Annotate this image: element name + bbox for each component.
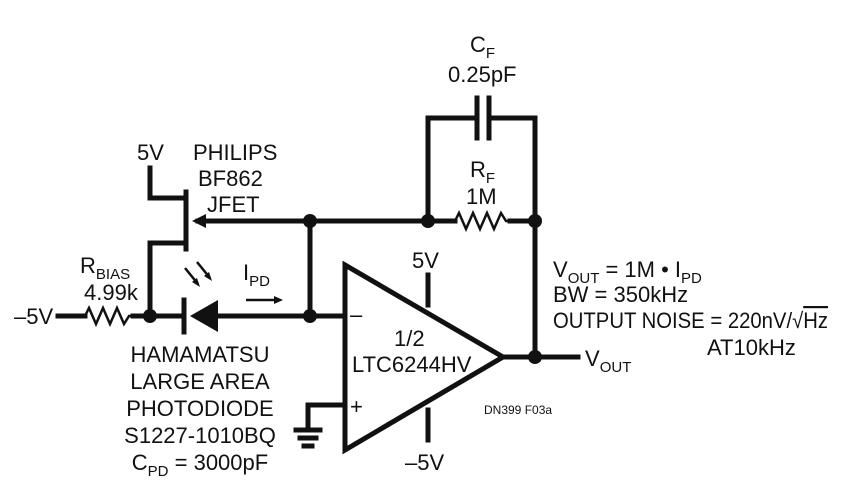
svg-text:RF: RF	[470, 157, 495, 187]
svg-text:LTC6244HV: LTC6244HV	[352, 352, 472, 377]
svg-text:BW = 350kHz: BW = 350kHz	[553, 282, 688, 307]
ground-icon	[293, 427, 323, 449]
svg-text:PHOTODIODE: PHOTODIODE	[126, 396, 274, 421]
svg-text:BF862: BF862	[198, 166, 263, 191]
bias-resistor: RBIAS 4.99k –5V	[14, 253, 139, 329]
svg-text:RBIAS: RBIAS	[80, 253, 130, 283]
svg-text:AT10kHz: AT10kHz	[707, 335, 796, 360]
svg-text:–5V: –5V	[14, 304, 53, 329]
photodiode: IPD HAMAMATSU LARGE AREA PHOTODIODE S122…	[124, 260, 283, 480]
svg-text:VOUT = 1M • IPD: VOUT = 1M • IPD	[553, 257, 702, 287]
junction-dot-feedback-left	[421, 214, 435, 228]
junction-dots	[143, 214, 542, 364]
svg-text:4.99k: 4.99k	[84, 280, 139, 305]
svg-text:5V: 5V	[412, 248, 439, 273]
junction-dot-output	[528, 350, 542, 364]
svg-text:DN399 F03a: DN399 F03a	[484, 403, 552, 417]
svg-text:5V: 5V	[137, 140, 164, 165]
svg-text:CPD = 3000pF: CPD = 3000pF	[132, 450, 268, 480]
light-arrows-icon	[184, 261, 212, 287]
svg-text:OUTPUT NOISE = 220nV/√Hz: OUTPUT NOISE = 220nV/√Hz	[553, 308, 828, 333]
junction-dot-feedback-right	[528, 214, 542, 228]
svg-text:+: +	[350, 394, 363, 419]
svg-text:JFET: JFET	[207, 192, 260, 217]
junction-dot-source	[303, 214, 317, 228]
current-arrow-icon	[246, 296, 283, 304]
svg-text:HAMAMATSU: HAMAMATSU	[131, 342, 270, 367]
feedback-capacitor: CF 0.25pF	[448, 32, 517, 141]
feedback-resistor: RF 1M	[453, 157, 510, 233]
svg-text:IPD: IPD	[243, 260, 270, 290]
svg-text:PHILIPS: PHILIPS	[193, 140, 277, 165]
junction-dot-bias	[143, 309, 157, 323]
op-amp: – + 1/2 LTC6244HV 5V –5V DN399 F03a	[342, 248, 552, 475]
jfet-transistor: 5V PHILIPS BF862 JFET	[137, 140, 277, 252]
spec-notes: VOUT = 1M • IPD BW = 350kHz OUTPUT NOISE…	[553, 257, 828, 360]
svg-text:1M: 1M	[466, 184, 497, 209]
svg-text:LARGE AREA: LARGE AREA	[130, 369, 270, 394]
svg-text:–: –	[350, 302, 363, 327]
svg-text:0.25pF: 0.25pF	[448, 62, 517, 87]
svg-text:S1227-1010BQ: S1227-1010BQ	[124, 423, 276, 448]
output-label: VOUT	[585, 346, 631, 376]
wires	[55, 115, 581, 443]
junction-dot-input	[303, 309, 317, 323]
svg-text:CF: CF	[470, 32, 495, 62]
svg-text:1/2: 1/2	[394, 326, 425, 351]
svg-text:–5V: –5V	[405, 450, 444, 475]
